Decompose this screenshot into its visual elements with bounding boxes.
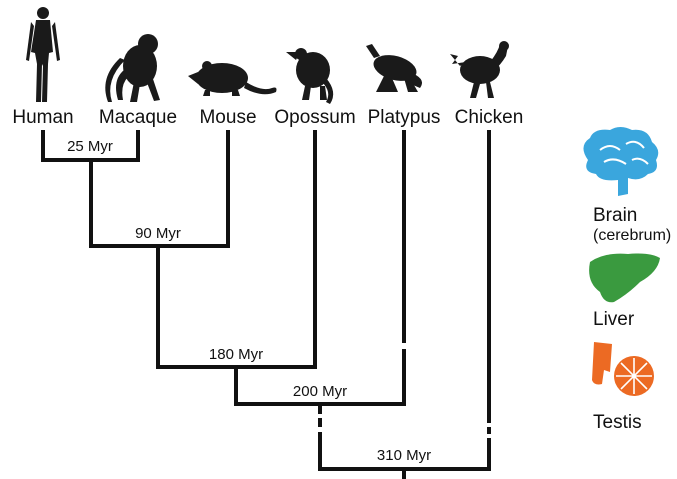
organ-sublabel-brain: (cerebrum)	[593, 227, 671, 244]
brain-icon	[583, 127, 658, 196]
platypus-icon	[366, 44, 422, 92]
species-label-macaque: Macaque	[99, 107, 177, 128]
species-label-mouse: Mouse	[199, 107, 256, 128]
divergence-label-180: 180 Myr	[209, 346, 263, 363]
organ-label-liver: Liver	[593, 309, 635, 330]
divergence-label-310: 310 Myr	[377, 447, 431, 464]
macaque-icon	[105, 34, 160, 102]
divergence-label-25: 25 Myr	[67, 138, 113, 155]
liver-icon	[589, 254, 660, 303]
opossum-icon	[286, 48, 333, 104]
organ-label-testis: Testis	[593, 412, 642, 433]
species-label-chicken: Chicken	[455, 107, 524, 128]
species-label-human: Human	[12, 107, 73, 128]
testis-icon	[592, 342, 654, 396]
species-label-opossum: Opossum	[274, 107, 355, 128]
chicken-icon	[450, 41, 509, 98]
phylogenetic-tree	[41, 130, 491, 479]
organ-label-brain: Brain	[593, 205, 637, 226]
mouse-icon	[188, 61, 277, 96]
divergence-label-90: 90 Myr	[135, 225, 181, 242]
human-icon	[26, 7, 60, 102]
divergence-label-200: 200 Myr	[293, 383, 347, 400]
species-label-platypus: Platypus	[368, 107, 441, 128]
